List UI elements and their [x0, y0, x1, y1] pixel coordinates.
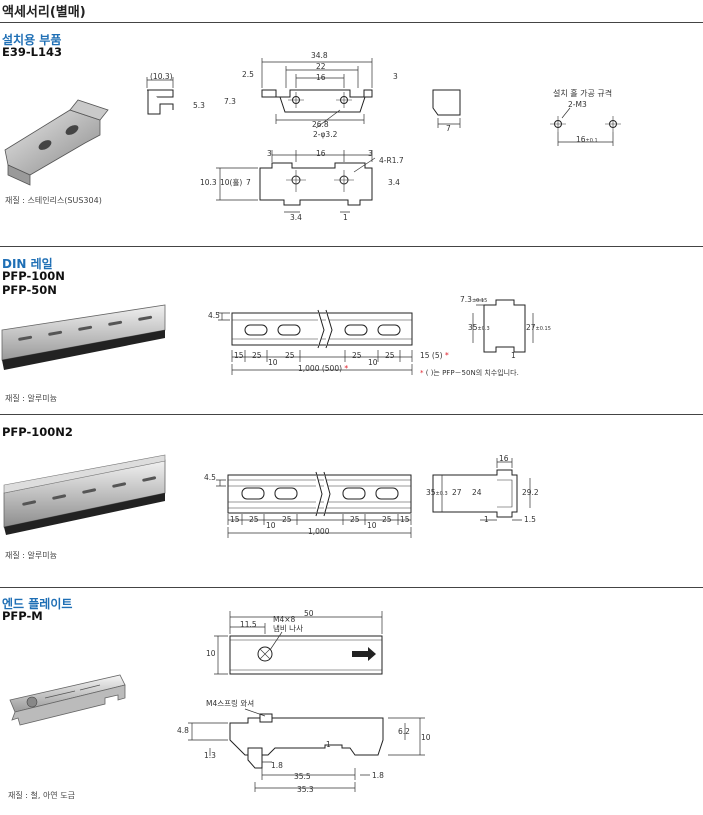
dim-label: M4×8	[273, 615, 296, 624]
dim-label: 35±0.3	[468, 323, 490, 333]
dim-label: 4.5	[208, 311, 220, 320]
dim-label: 1,000 (500) *	[298, 364, 349, 373]
drawing-bracket	[146, 58, 621, 213]
dim-label: 7.3	[224, 97, 236, 106]
dim-label: 25	[385, 351, 395, 360]
dim-label: 34.8	[311, 51, 328, 60]
dim-label: 25	[382, 515, 392, 524]
dim-label: 25	[249, 515, 259, 524]
dim-label: 25	[282, 515, 292, 524]
mount-hole-title: 설치 홀 가공 규격	[553, 89, 613, 98]
dim-label: 4.5	[204, 473, 216, 482]
divider	[0, 246, 703, 247]
category-title: 엔드 플레이트	[2, 597, 73, 611]
dim-label: 24	[472, 488, 482, 497]
dim-label: 1,000	[308, 527, 330, 536]
dim-label: 2-φ3.2	[313, 130, 338, 139]
dim-label: 26.8	[312, 120, 329, 129]
dim-label: 10	[206, 649, 216, 658]
dim-label: 3.4	[290, 213, 302, 222]
dim-label: 1.8	[372, 771, 384, 780]
model-name: E39-L143	[2, 45, 62, 59]
dim-label: (10.3)	[150, 72, 173, 81]
product-photo-din-rail-n2	[3, 454, 166, 535]
product-photo-din-rail	[1, 304, 166, 370]
model-name: PFP-50N	[2, 283, 57, 297]
material-text: 재질 : 알루미늄	[5, 394, 57, 403]
dim-label: 4.8	[177, 726, 189, 735]
dim-label: 6.2	[398, 727, 410, 736]
dim-label: 1.8	[271, 761, 283, 770]
dim-label: 1.3	[204, 751, 216, 760]
product-photo-end-plate	[9, 674, 126, 726]
dim-label: 15	[234, 351, 244, 360]
material-text: 재질 : 스테인리스(SUS304)	[5, 196, 102, 205]
dim-label: 1	[326, 740, 331, 749]
dim-label: 10	[421, 733, 431, 742]
dim-label: 27±0.15	[526, 323, 551, 333]
dim-label: 25	[252, 351, 262, 360]
category-title: 설치용 부품	[2, 33, 62, 47]
dim-label: 3	[267, 149, 272, 158]
footnote: * ( )는 PFP－50N의 치수입니다.	[420, 369, 519, 377]
dim-label: 1.5	[524, 515, 536, 524]
dim-label: 7	[446, 124, 451, 133]
dim-label: 1	[484, 515, 489, 524]
dim-label: 3.4	[388, 178, 400, 187]
dim-label: 10	[367, 521, 377, 530]
dim-label: 35.5	[294, 772, 311, 781]
dim-label: 7.3±0.15	[460, 295, 488, 305]
dim-label: 10	[266, 521, 276, 530]
model-name: PFP-M	[2, 609, 43, 623]
material-text: 재질 : 철, 아연 도금	[8, 791, 75, 800]
dim-label: 3	[368, 149, 373, 158]
dim-label: 25	[350, 515, 360, 524]
mount-hole-pitch: 16±0.1	[576, 135, 598, 145]
dim-label: 1	[343, 213, 348, 222]
dim-label: 10(홀)	[220, 178, 243, 187]
drawing-din-rail-n2	[216, 458, 531, 538]
dim-label: 27	[452, 488, 462, 497]
dim-label: 50	[304, 609, 314, 618]
dim-label: 29.2	[522, 488, 539, 497]
mount-hole-screw: 2-M3	[568, 100, 587, 109]
dim-label: 25	[285, 351, 295, 360]
dim-label: 냄비 나사	[273, 624, 303, 633]
dim-label: 15	[230, 515, 240, 524]
drawing-din-rail	[218, 299, 534, 375]
dim-label: M4스프링 와셔	[206, 699, 255, 708]
dim-label: 22	[316, 62, 326, 71]
model-name: PFP-100N	[2, 269, 65, 283]
dim-label: 4-R1.7	[379, 156, 404, 165]
dim-label: 2.5	[242, 70, 254, 79]
dim-label: 16	[316, 73, 326, 82]
divider	[0, 414, 703, 415]
dim-label: 5.3	[193, 101, 205, 110]
divider	[0, 22, 703, 23]
category-title: DIN 레일	[2, 257, 53, 271]
dim-label: 11.5	[240, 620, 257, 629]
dim-label: 7	[246, 178, 251, 187]
dim-label: 35±0.3	[426, 488, 448, 498]
material-text: 재질 : 알루미늄	[5, 551, 57, 560]
dim-label: 25	[352, 351, 362, 360]
dim-label: 16	[499, 454, 509, 463]
page-title: 액세서리(별매)	[2, 5, 86, 20]
dim-label: 10	[368, 358, 378, 367]
dim-label: 15 (5) *	[420, 351, 449, 360]
dim-label: 3	[393, 72, 398, 81]
dim-label: 15	[400, 515, 410, 524]
product-photo-bracket	[4, 99, 109, 186]
dim-label: 10.3	[200, 178, 217, 187]
dim-label: 1	[511, 351, 516, 360]
dim-label: 10	[268, 358, 278, 367]
divider	[0, 587, 703, 588]
dim-label: 16	[316, 149, 326, 158]
model-name: PFP-100N2	[2, 425, 73, 439]
dim-label: 35.3	[297, 785, 314, 794]
